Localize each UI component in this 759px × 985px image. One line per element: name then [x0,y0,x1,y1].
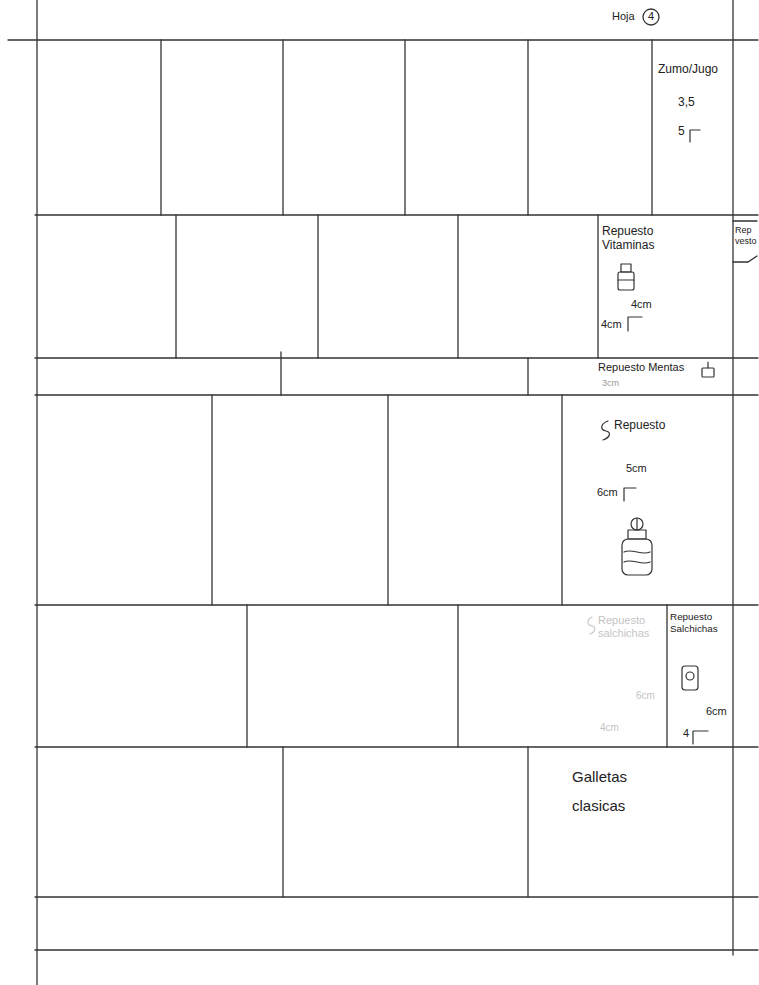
dimension-text: 5cm [626,462,647,475]
product-label: Repuesto [614,418,665,432]
product-label: Repuesto Mentas [598,361,684,374]
sheet-number: 4 [648,10,654,23]
shelf-cell: Galletas clasicas [529,748,732,896]
dimension-text: 5 [678,124,685,138]
erased-dimension: 6cm [636,690,655,702]
dimension-text: 4 [683,727,689,740]
tag-box: Rep vesto [734,222,759,261]
dimension-text: 3cm [602,378,619,389]
dimension-text: 6cm [597,486,618,499]
dimension-text: 3,5 [678,95,695,109]
erased-note: Repuesto salchichas [598,614,664,640]
product-label: Rep vesto [735,225,758,247]
product-label: Zumo/Jugo [658,62,718,76]
dimension-text: 4cm [631,298,652,311]
sheet-label: Hoja [612,10,635,23]
shelf-cell: Repuesto 5cm 6cm [563,396,732,604]
shelf-cell: Zumo/Jugo 3,5 5 [653,41,732,214]
dimension-text: 6cm [706,705,727,718]
product-label: Repuesto Vitaminas [602,224,680,253]
erased-dimension: 4cm [600,722,619,734]
shelf-band-cell: Repuesto Mentas 3cm [529,359,732,394]
dimension-text: 4cm [601,318,622,331]
shelf-cell: Repuesto Vitaminas 4cm 4cm [599,216,732,357]
product-label: Repuesto Salchichas [670,611,732,635]
product-label: Galletas clasicas [572,763,656,820]
shelf-cell: Repuesto Salchichas 6cm 4 [668,606,732,746]
